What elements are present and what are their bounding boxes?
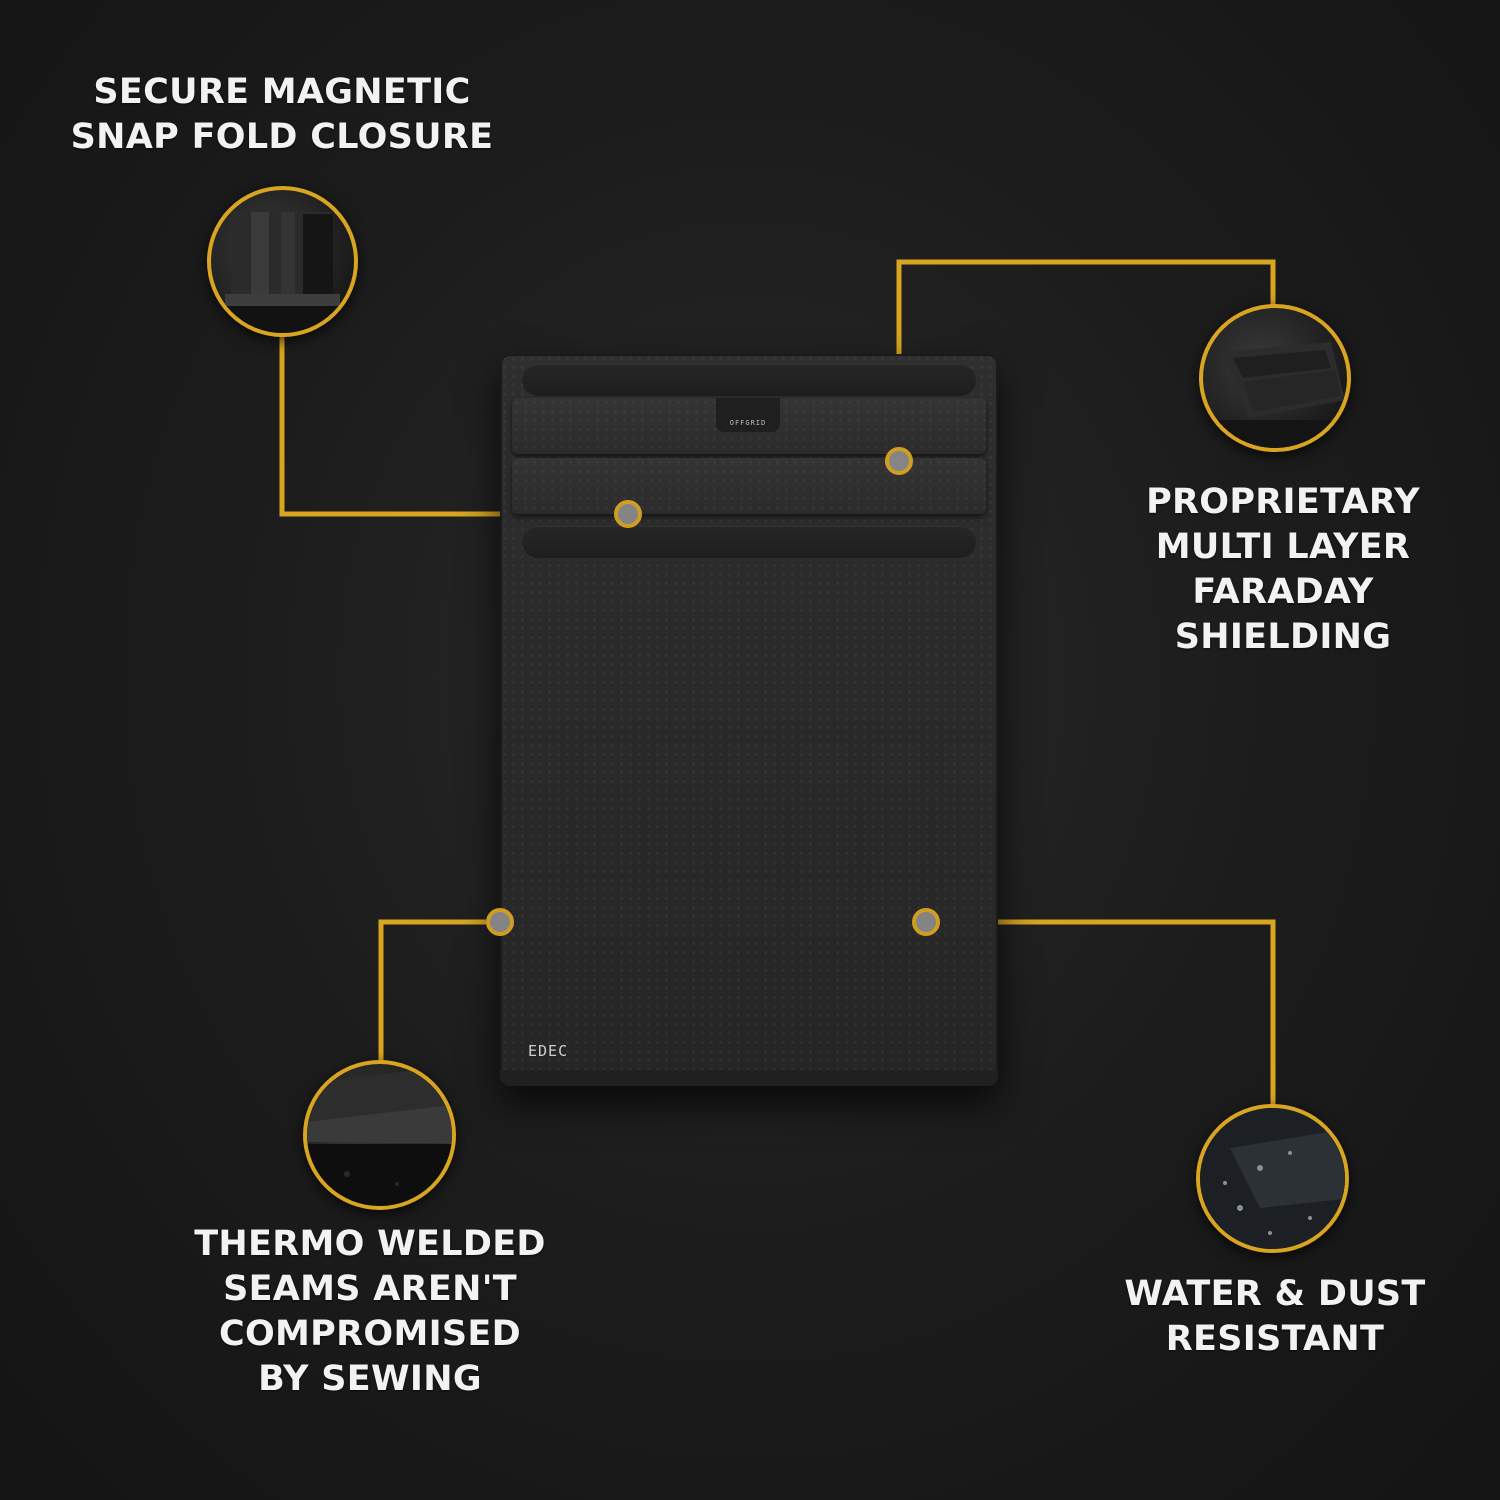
water-connector	[940, 919, 1276, 1105]
pull-tab: OFFGRID	[716, 398, 780, 432]
closure-feature-label: SECURE MAGNETIC SNAP FOLD CLOSURE	[70, 72, 494, 157]
fold-flap-2	[512, 458, 986, 514]
brand-logo: EDEC	[528, 1042, 569, 1060]
water-marker-dot	[912, 908, 940, 936]
seams-connector	[378, 919, 486, 1062]
shielding-feature-label: PROPRIETARY MULTI LAYER FARADAY SHIELDIN…	[1146, 482, 1420, 657]
closure-marker-dot	[614, 500, 642, 528]
water-droplets-detail-icon	[1196, 1104, 1349, 1253]
pull-tab-text: OFFGRID	[729, 419, 767, 427]
faraday-pouch-product: OFFGRID EDEC	[500, 354, 998, 1086]
seams-marker-dot	[486, 908, 514, 936]
card-pocket-detail-icon	[1199, 304, 1351, 452]
pouch-bottom-edge	[500, 1070, 998, 1086]
shielding-marker-dot	[885, 447, 913, 475]
water-feature-label: WATER & DUST RESISTANT	[1124, 1274, 1426, 1359]
welded-seam-detail-icon	[303, 1060, 456, 1210]
seams-feature-label: THERMO WELDED SEAMS AREN'T COMPROMISED B…	[194, 1224, 546, 1399]
magnetic-closure-detail-icon	[207, 186, 358, 337]
lower-magnetic-strip	[522, 526, 976, 558]
top-magnetic-strip	[522, 364, 976, 396]
